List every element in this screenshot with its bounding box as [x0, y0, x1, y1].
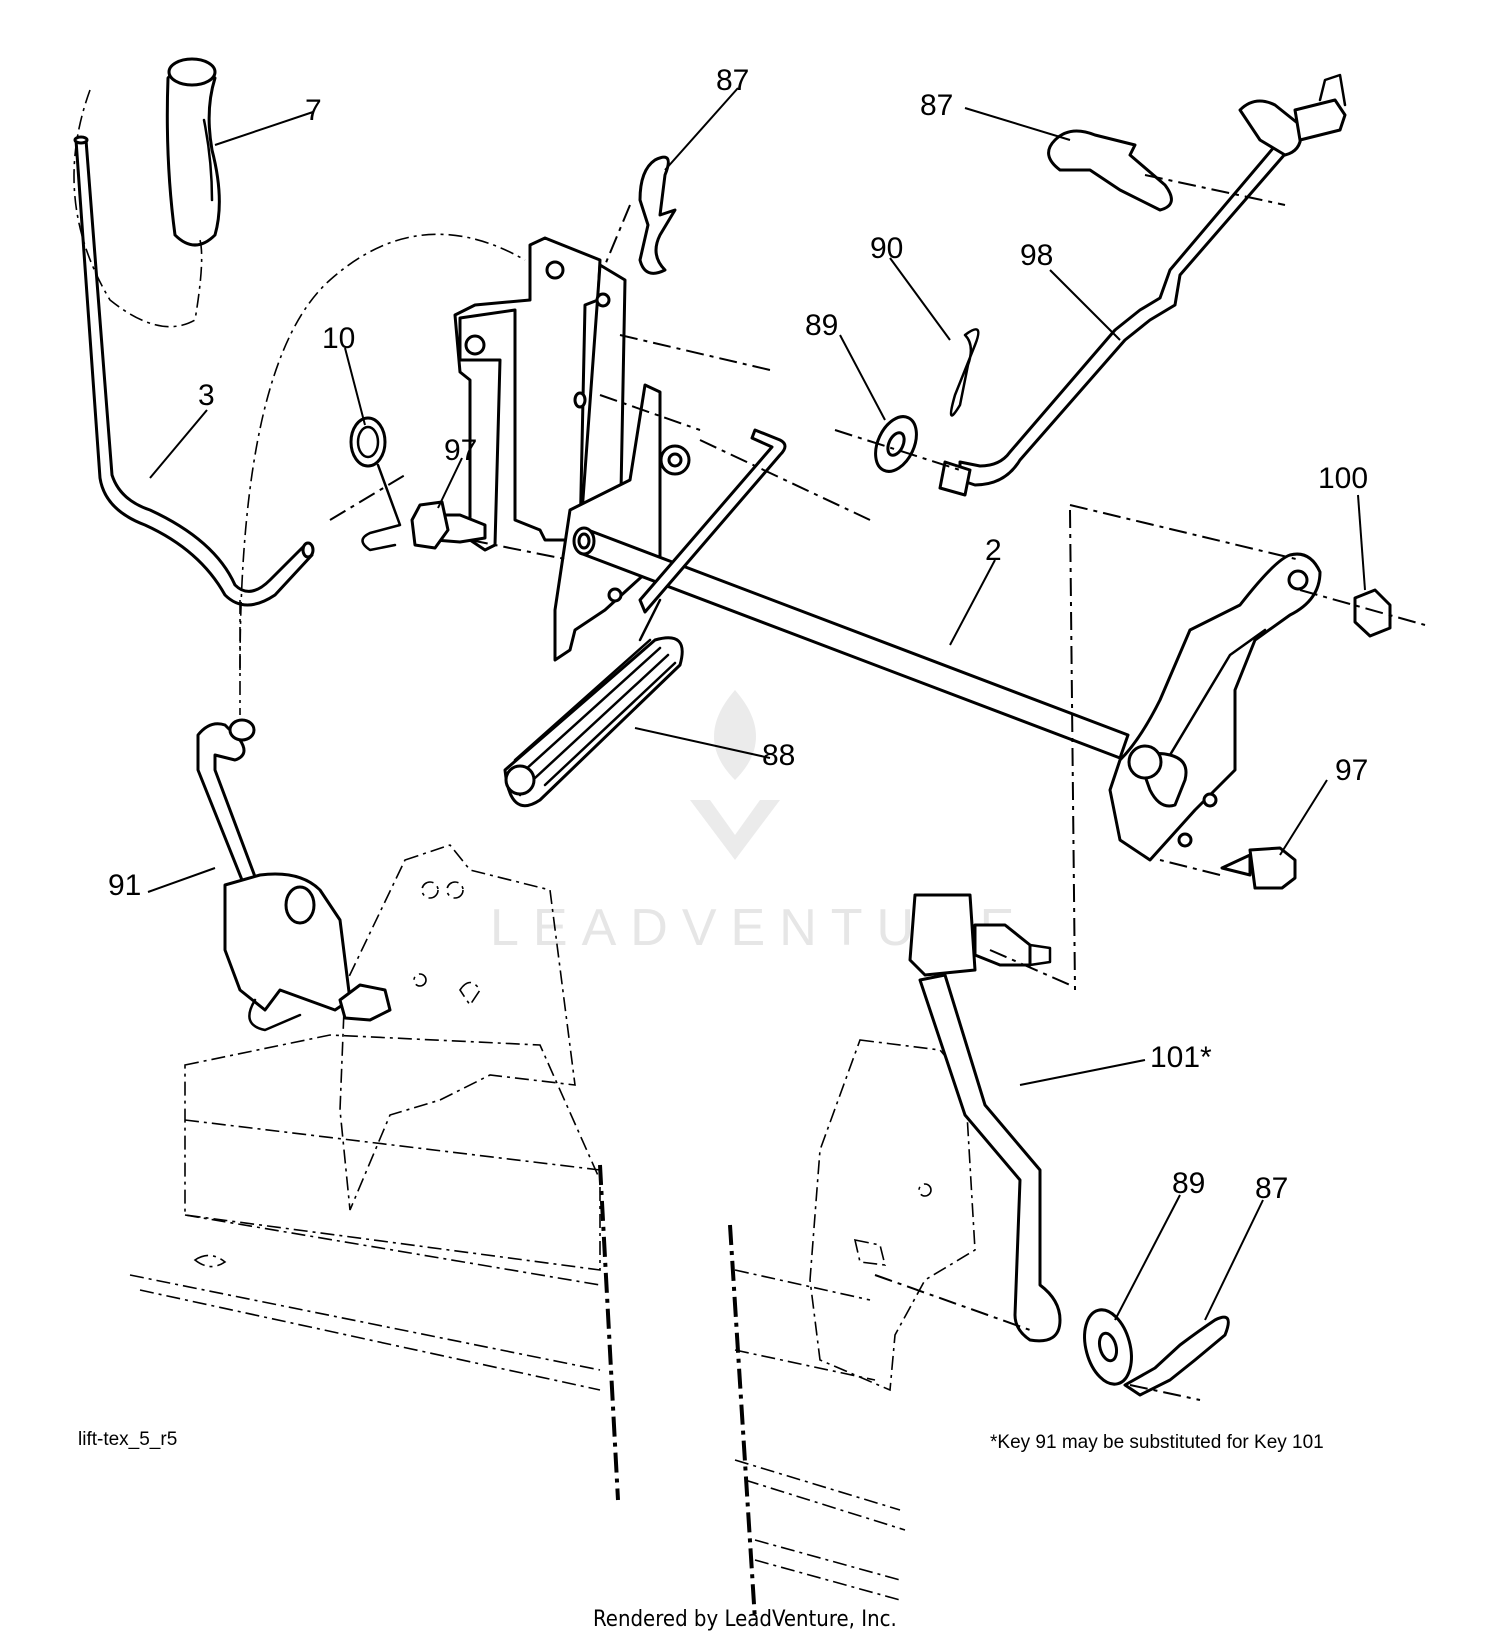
- bolt-part-97-left: [410, 500, 487, 550]
- hook-rod: [638, 428, 787, 614]
- footnote: *Key 91 may be substituted for Key 101: [990, 1432, 1324, 1453]
- torsion-spring-part-10: [349, 416, 402, 552]
- callout-97-right: 97: [1335, 754, 1368, 787]
- lift-lever-rod-part-3: [73, 135, 315, 607]
- callout-101: 101*: [1150, 1041, 1212, 1074]
- hairpin-clip-part-87-top: [638, 155, 677, 275]
- phantom-deck-right: [728, 1039, 976, 1621]
- callout-87-right: 87: [920, 89, 953, 122]
- washer-part-89-bottom: [1083, 1308, 1133, 1386]
- nut-part-100: [1353, 588, 1392, 638]
- adjustment-rod-part-98: [938, 73, 1347, 497]
- phantom-bracket-left: [339, 844, 576, 1211]
- callout-89-bottom: 89: [1172, 1167, 1205, 1200]
- centerlines: [329, 174, 1426, 1401]
- callouts: 7 87 87 3 10 97 90 89 98 100 2 88 97 91 …: [108, 64, 1368, 1205]
- footer-credit: Rendered by LeadVenture, Inc.: [593, 1607, 897, 1632]
- extension-spring-part-88: [503, 598, 684, 808]
- phantom-arc-grip: [73, 89, 203, 328]
- phantom-deck-left: [129, 1034, 620, 1501]
- pivot-bracket: [553, 383, 691, 662]
- leader-lines: [147, 87, 1366, 1321]
- callout-2: 2: [985, 534, 1002, 567]
- washer-part-89-top: [874, 415, 918, 473]
- callout-10: 10: [322, 322, 355, 355]
- lift-arm-right: [1108, 552, 1322, 862]
- diagram-id: lift-tex_5_r5: [78, 1429, 177, 1450]
- callout-3: 3: [198, 379, 215, 412]
- callout-88: 88: [762, 739, 795, 772]
- lift-link-part-101: [908, 893, 1062, 1343]
- callout-87-bottom: 87: [1255, 1172, 1288, 1205]
- callout-97-left: 97: [444, 434, 477, 467]
- hand-grip-part-7: [165, 57, 221, 247]
- callout-7: 7: [305, 94, 322, 127]
- phantom-arc-bracket: [239, 233, 526, 671]
- callout-90: 90: [870, 232, 903, 265]
- callout-91: 91: [108, 869, 141, 902]
- bolt-part-97-right: [1220, 846, 1297, 890]
- callout-89-top: 89: [805, 309, 838, 342]
- callout-100: 100: [1318, 462, 1368, 495]
- callout-87-top: 87: [716, 64, 749, 97]
- hairpin-clip-part-87-right: [1047, 129, 1173, 212]
- clip-part-90: [949, 328, 980, 417]
- hairpin-clip-part-87-bottom: [1123, 1315, 1230, 1397]
- callout-98: 98: [1020, 239, 1053, 272]
- lift-link-part-91: [196, 718, 392, 1032]
